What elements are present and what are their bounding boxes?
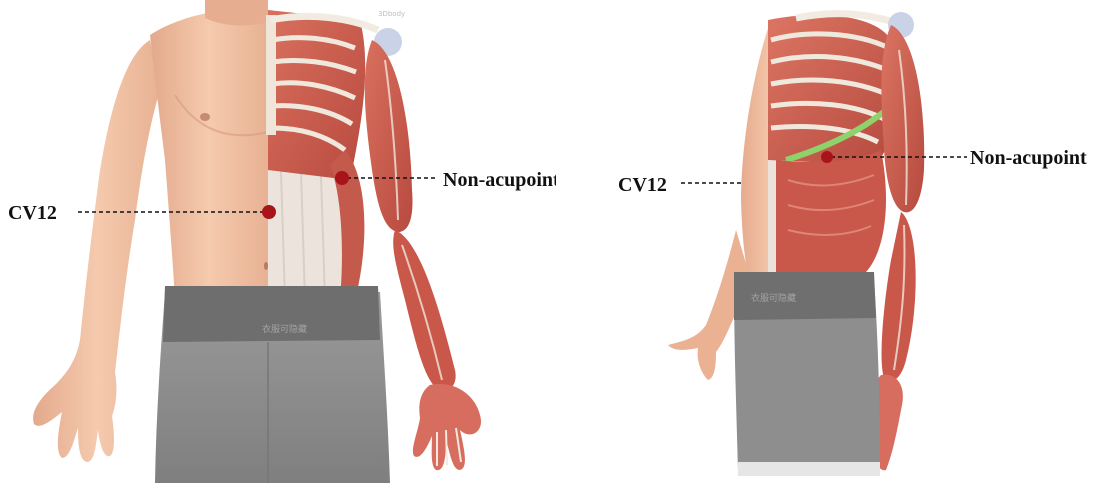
non-acupoint-label: Non-acupoint <box>443 169 556 191</box>
cv12-label: CV12 <box>618 174 667 196</box>
watermark-text: 3Dbody <box>378 10 405 18</box>
cv12-label: CV12 <box>8 202 57 224</box>
navel <box>264 262 268 270</box>
waistband-text: 衣服可隐藏 <box>262 323 307 335</box>
waistband-text: 衣服可隐藏 <box>751 292 796 304</box>
oblique-muscle <box>776 150 886 280</box>
skin-arm <box>33 40 160 462</box>
skin-torso-strip <box>741 20 771 290</box>
oblique-view-panel: 衣服可隐藏 CV12 Non-acupoint <box>556 0 1112 483</box>
sternum <box>266 15 276 135</box>
shorts-hem <box>738 462 880 476</box>
anatomy-upper-arm <box>881 25 924 212</box>
non-acupoint-label: Non-acupoint <box>970 147 1087 169</box>
oblique-view-illustration: 衣服可隐藏 CV12 Non-acupoint <box>556 0 1112 483</box>
anatomy-upper-arm <box>365 40 413 232</box>
non-acupoint-marker <box>821 151 833 163</box>
nipple <box>200 113 210 121</box>
anatomy-forearm <box>393 230 455 390</box>
anatomy-forearm <box>882 212 916 381</box>
skin-torso <box>150 10 268 300</box>
front-view-illustration: 3Dbody 衣服可隐藏 <box>0 0 556 483</box>
front-view-panel: 3Dbody 衣服可隐藏 <box>0 0 556 483</box>
cv12-marker <box>262 205 276 219</box>
non-acupoint-marker <box>335 171 349 185</box>
